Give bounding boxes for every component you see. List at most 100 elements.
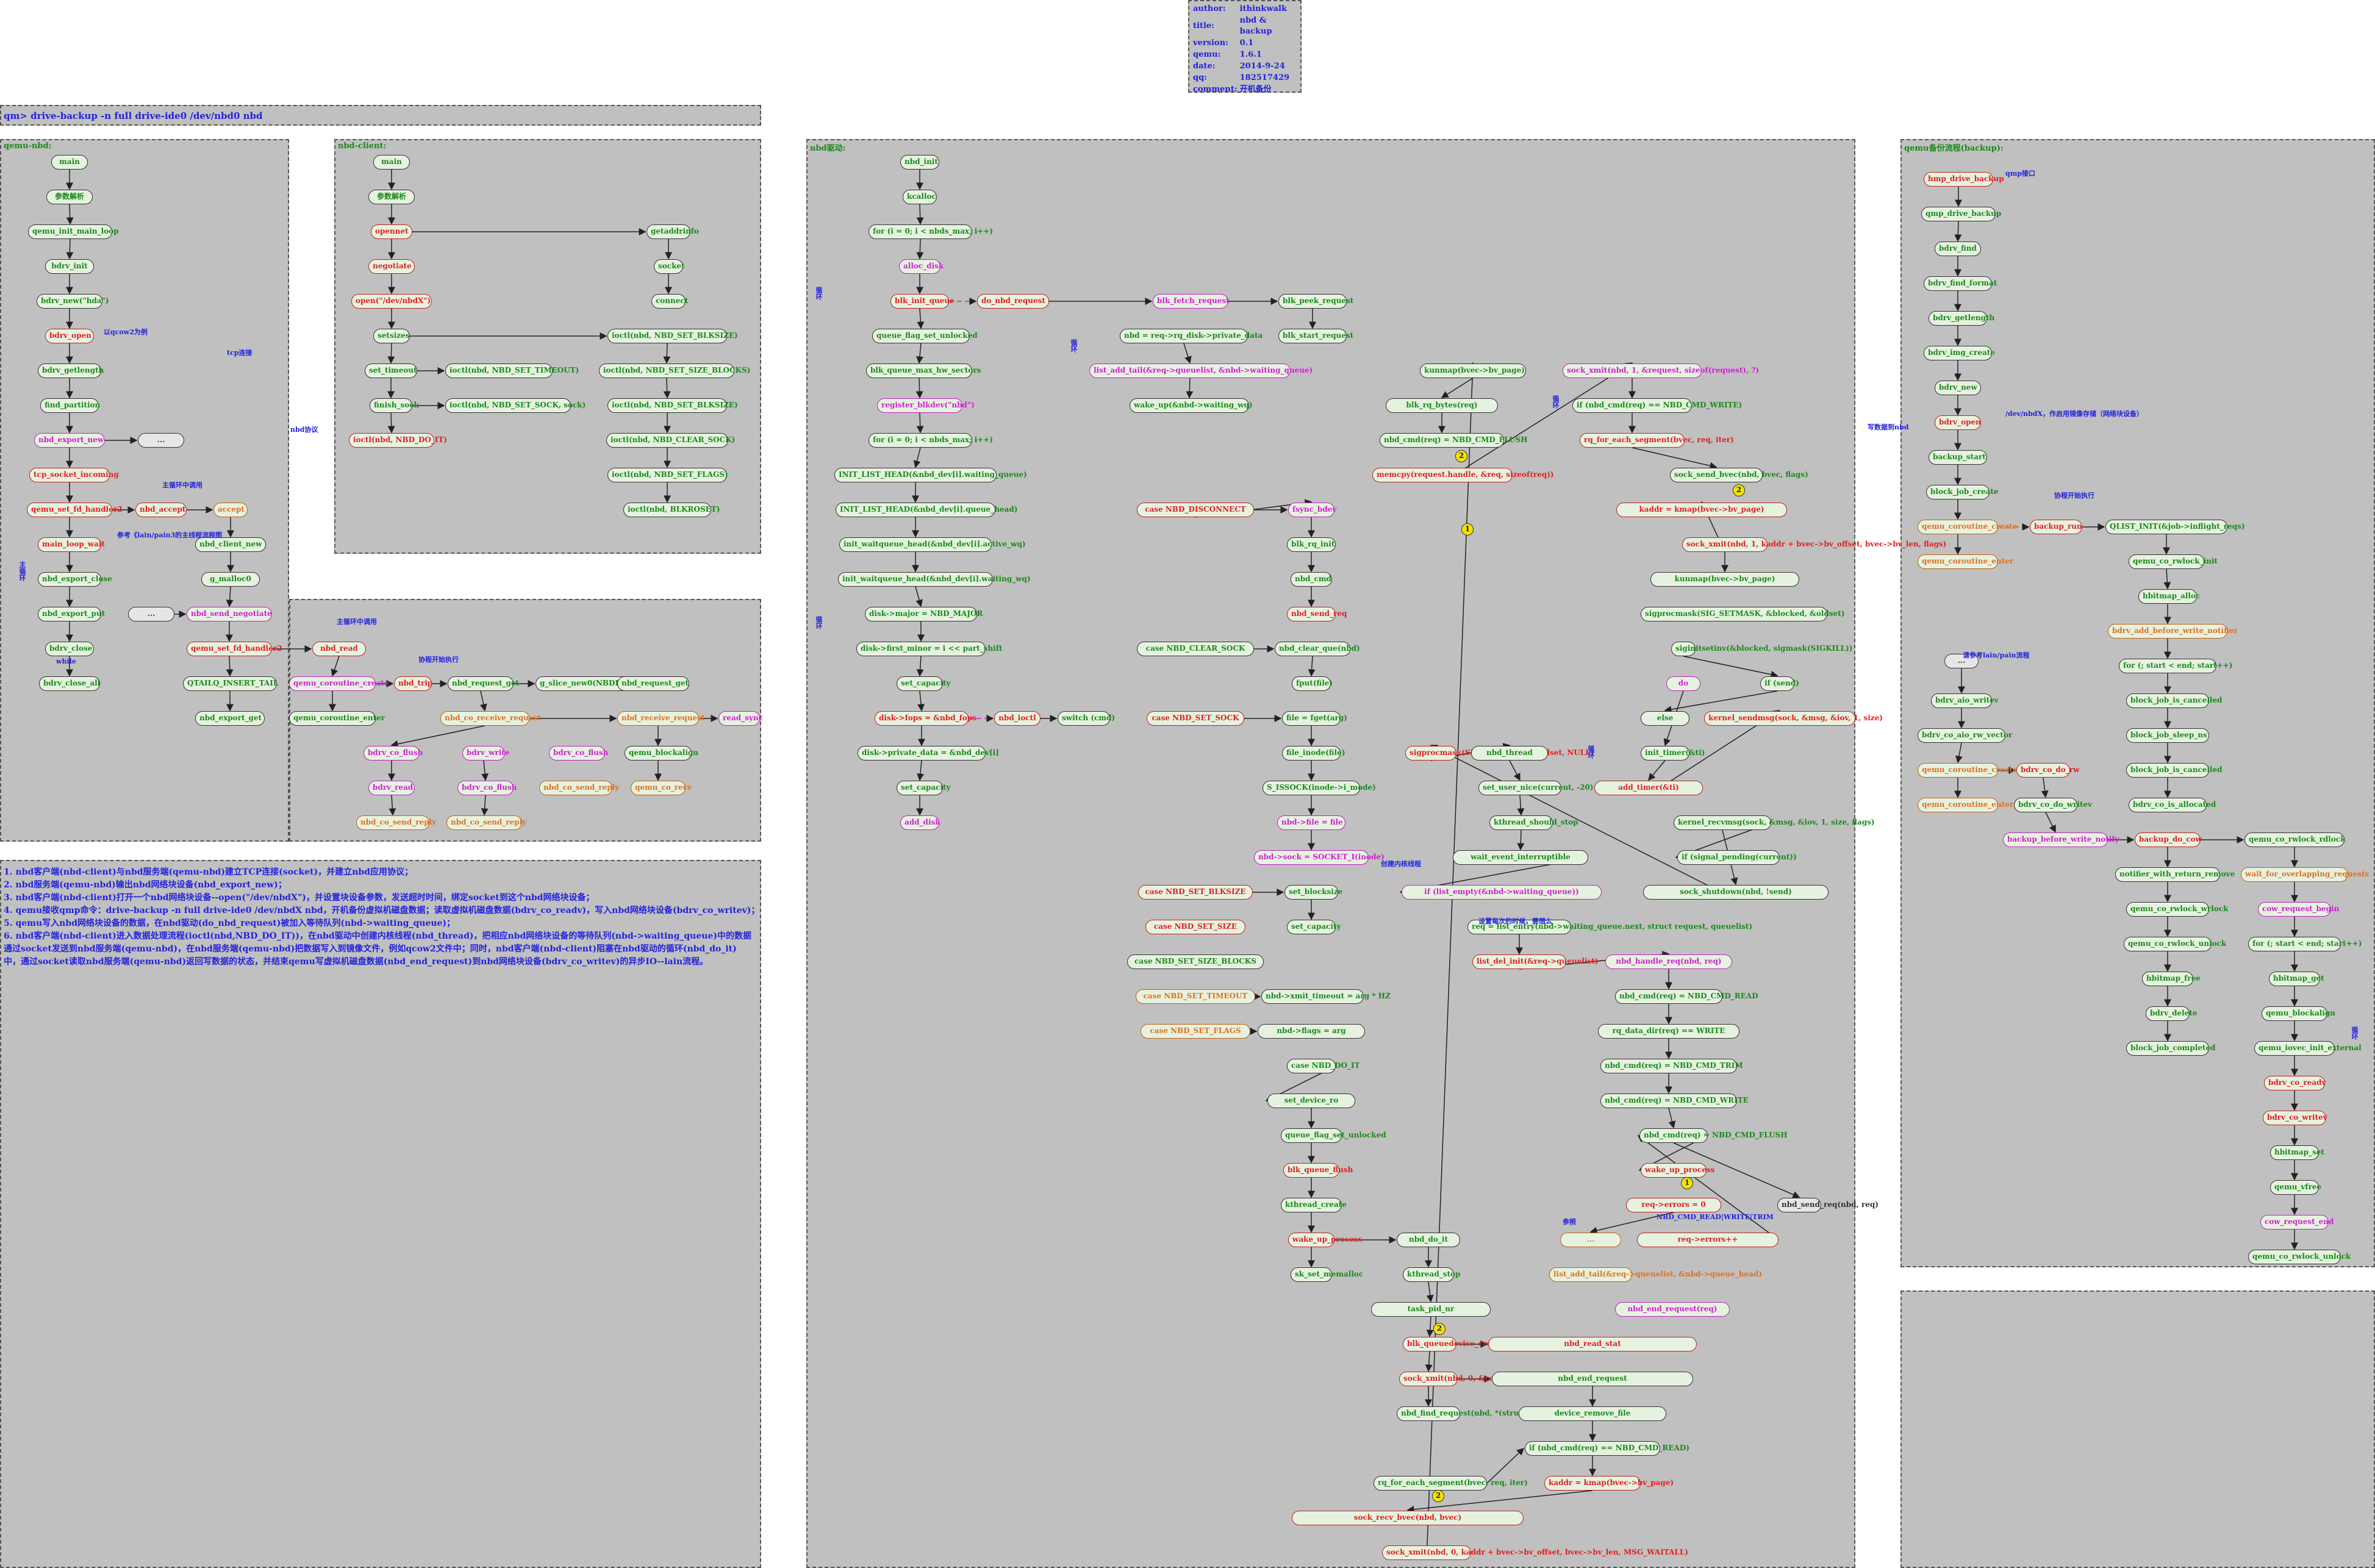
edge [2041, 777, 2049, 798]
info-row: version:0.1 [1193, 38, 1297, 49]
node-nd-77: sock_xmit(nbd, 1, &request, sizeof(reque… [1563, 363, 1759, 378]
node-nc-11: connect [651, 294, 688, 309]
node-nd-68: if (nbd_cmd(req) == NBD_CMD_READ) [1525, 1441, 1689, 1456]
node-qn-24: nbd_read [312, 642, 366, 656]
edge [1648, 760, 1666, 781]
edge [481, 795, 489, 816]
node-qb-18: for (; start < end; start++) [2119, 659, 2232, 673]
node-qn-13: accept [213, 503, 248, 517]
node-nd-113: req->errors++ [1637, 1233, 1779, 1247]
info-row: title:nbd & backup [1193, 15, 1297, 38]
node-qn-0: main [51, 155, 88, 170]
step-marker: 2 [1432, 1490, 1444, 1502]
node-qn-22: bdrv_close_all [39, 676, 100, 691]
annotation-label: 循环 [815, 616, 823, 629]
note-line: 5. qemu写入nbd网络块设备的数据，在nbd驱动(do_nbd_reque… [4, 918, 456, 928]
node-qn-35: read_sync [718, 711, 763, 726]
node-qn-33: nbd_co_receive_request [440, 711, 541, 726]
node-nd-93: if (signal_pending(current)) [1677, 850, 1797, 865]
node-qn-9: ... [138, 433, 184, 448]
node-nd-71: sock_recv_bvec(nbd, bvec) [1292, 1511, 1524, 1525]
node-qn-17: g_malloc0 [201, 572, 260, 587]
edge [387, 412, 395, 434]
edge [916, 343, 923, 364]
node-nd-108: nbd_cmd(req) = NBD_CMD_FLUSH [1639, 1128, 1788, 1143]
node-nd-82: sock_xmit(nbd, 1, kaddr + bvec->bv_offse… [1682, 537, 1946, 552]
edge [1955, 742, 1963, 764]
node-qb-29: backup_before_write_notify [2003, 832, 2119, 847]
node-qb-31: qemu_co_rwlock_rdlock [2244, 832, 2346, 847]
node-qn-6: bdrv_getlength [38, 363, 104, 378]
node-nc-1: 参数解析 [368, 190, 415, 204]
node-nd-99: wait_event_interruptible [1453, 850, 1588, 865]
node-nd-109: wake_up_process [1641, 1163, 1714, 1178]
edge [1486, 1447, 1525, 1484]
node-qb-21: bdrv_co_aio_rw_vector [1918, 728, 2012, 743]
node-qb-13: qemu_coroutine_enter [1918, 554, 2013, 569]
node-nd-55: blk_queue_flush [1283, 1163, 1353, 1178]
node-nd-74: blk_rq_bytes(req) [1386, 398, 1498, 413]
node-nd-30: fsync_bdev [1288, 503, 1336, 517]
node-nc-2: opennet [371, 224, 412, 239]
node-nd-86: do [1666, 676, 1700, 691]
node-qb-14: qemu_co_rwlock_init [2129, 554, 2218, 569]
step-marker: 1 [1461, 523, 1474, 535]
node-nd-7: blk_peek_request [1278, 294, 1353, 309]
node-nd-2: for (i = 0; i < nbds_max; i++) [869, 224, 993, 239]
panel-empty [1900, 1291, 2375, 1568]
node-qn-34: nbd_receive_request [617, 711, 705, 726]
edge [913, 447, 921, 468]
node-nd-56: kthread_create [1281, 1198, 1347, 1212]
annotation-label: 参照 [1563, 1218, 1576, 1226]
annotation-label: 循环 [2351, 1026, 2359, 1040]
edge [1668, 1108, 1676, 1129]
edge [387, 343, 395, 364]
node-qb-49: qemu_co_rwlock_unlock [2248, 1250, 2351, 1264]
node-nd-106: nbd_cmd(req) = NBD_CMD_TRIM [1600, 1059, 1743, 1073]
node-nd-50: case NBD_SET_FLAGS [1141, 1024, 1250, 1039]
edge [390, 725, 485, 748]
node-qb-23: qemu_coroutine_create [1918, 763, 2018, 778]
node-nc-13: ioctl(nbd, NBD_SET_TIMEOUT) [445, 363, 579, 378]
edge [1430, 745, 1736, 900]
node-nd-61: task_pid_nr [1371, 1302, 1491, 1317]
node-qb-35: cow_request_begin [2258, 902, 2339, 917]
node-nc-14: ioctl(nbd, NBD_SET_SIZE_BLOCKS) [599, 363, 750, 378]
node-qb-44: bdrv_co_readv [2264, 1076, 2326, 1090]
edge [389, 795, 396, 816]
node-qn-19: ... [128, 607, 174, 621]
node-qb-45: bdrv_co_writev [2263, 1111, 2327, 1125]
node-qb-0: hmp_drive_backup [1924, 172, 2004, 187]
node-qb-46: hbitmap_set [2270, 1145, 2324, 1160]
node-nd-42: nbd->sock = SOCKET_I(inode) [1254, 850, 1385, 865]
node-qb-47: qemu_vfree [2270, 1180, 2321, 1195]
node-nd-92: kernel_recvmsg(sock, &msg, &iov, 1, size… [1674, 815, 1875, 830]
node-qb-20: block_job_is_cancelled [2126, 693, 2223, 708]
annotation-label: 创建内核线程 [1381, 860, 1421, 868]
node-qn-42: nbd_co_send_reply [539, 781, 619, 795]
node-nd-81: kaddr = kmap(bvec->bv_page) [1616, 503, 1787, 517]
node-nd-62: blk_queuedevice_create_file(nbe_pid) [1403, 1337, 1559, 1351]
annotation-label: 循环 [1552, 395, 1560, 409]
node-qn-25: QTAILQ_INSERT_TAIL [183, 676, 278, 691]
node-nd-96: nbd_thread [1471, 746, 1548, 761]
node-qb-30: backup_do_cow [2135, 832, 2202, 847]
annotation-label: NBD_CMD_READ|WRITE|TRIM [1657, 1213, 1774, 1221]
node-nd-32: nbd_cmd [1291, 572, 1332, 587]
node-qb-34: qemu_co_rwlock_wrlock [2126, 902, 2228, 917]
node-nd-89: init_timer(&ti) [1641, 746, 1705, 761]
node-qn-44: nbd_co_send_reply [356, 815, 436, 830]
node-nd-41: nbd->file = file [1277, 815, 1345, 830]
node-qb-26: qemu_coroutine_enter [1918, 798, 2013, 812]
edge [915, 378, 923, 399]
node-qb-4: bdrv_getlength [1929, 311, 1994, 326]
edge [481, 760, 489, 781]
edge [917, 690, 925, 712]
note-line: 1. nbd客户端(nbd-client)与nbd服务端(qemu-nbd)建立… [4, 867, 413, 877]
annotation-label: 协程开始执行 [2054, 492, 2094, 499]
node-nd-64: sock_xmit(nbd, 0, &reply, sizeof(reply),… [1399, 1372, 1631, 1386]
edge [1406, 1490, 1593, 1513]
node-nd-54: queue_flag_set_unlocked [1281, 1128, 1386, 1143]
node-nd-73: kunmap(bvec->bv_page) [1420, 363, 1526, 378]
